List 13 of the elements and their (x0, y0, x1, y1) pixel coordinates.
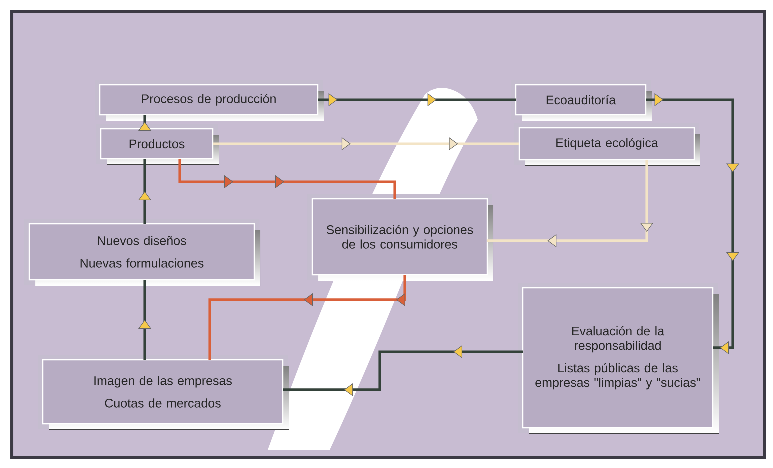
node-label: Sensibilización y opciones de los consumidores (326, 225, 474, 249)
arrow (208, 275, 406, 360)
process-box: Ecoauditoría (511, 80, 652, 121)
process-box: Imagen de las empresas Cuotas de mercados (38, 354, 289, 430)
arrow (646, 93, 740, 355)
process-box: Productos (96, 124, 219, 165)
arrow (488, 160, 654, 248)
process-box: Nuevos diseños Nuevas formulaciones (24, 218, 260, 286)
process-box: Etiqueta ecológica (514, 123, 700, 166)
process-box: Sensibilización y opciones de los consumidores (308, 194, 494, 281)
arrow (178, 159, 396, 199)
process-box: Procesos de producción (95, 80, 324, 121)
process-box: Evaluación de la responsabilidad Listas públicas de las empresas "limpias" y "sucias" (518, 282, 719, 434)
